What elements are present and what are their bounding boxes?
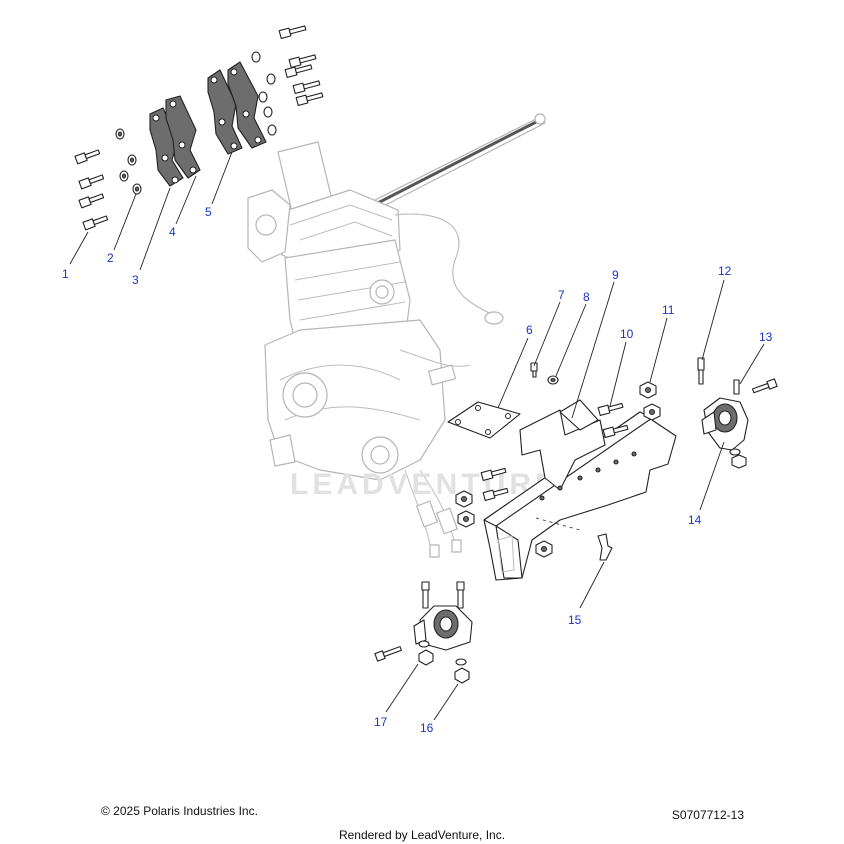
washer-nut-part-16 — [454, 658, 470, 684]
callout-1: 1 — [62, 267, 69, 281]
callout-5: 5 — [205, 205, 212, 219]
copyright-text: © 2025 Polaris Industries Inc. — [101, 804, 258, 818]
leader-lines — [69, 151, 765, 721]
washers-part-2 — [115, 128, 142, 195]
nut-part-11 — [639, 381, 661, 421]
callout-3: 3 — [132, 273, 139, 287]
callout-6: 6 — [526, 323, 533, 337]
diagram-part-number: S0707712-13 — [671, 808, 744, 822]
callout-16: 16 — [420, 721, 434, 735]
mount-plate-part-4 — [165, 95, 201, 179]
callout-17: 17 — [374, 715, 388, 729]
crossmember-bracket-part-9 — [483, 399, 677, 581]
bolt-part-10 — [597, 402, 629, 438]
fastener-part-7 — [530, 362, 538, 378]
mount-plate-part-5 — [207, 61, 267, 155]
engine-mount-part-14 — [697, 357, 749, 469]
callout-7: 7 — [558, 288, 565, 302]
bolts-part-1 — [74, 149, 109, 231]
upper-hardware — [251, 25, 324, 136]
fastener-part-8 — [547, 375, 559, 385]
callout-12: 12 — [718, 264, 732, 278]
callout-10: 10 — [620, 327, 634, 341]
stud-part-15 — [597, 533, 613, 561]
engine-assembly — [247, 113, 546, 558]
callout-4: 4 — [169, 225, 176, 239]
callout-15: 15 — [568, 613, 582, 627]
bracket-side-bolts — [455, 467, 553, 558]
rendered-by-text: Rendered by LeadVenture, Inc. — [338, 828, 506, 842]
cover-plate-part-6 — [447, 401, 521, 439]
callout-11: 11 — [662, 303, 675, 317]
callout-labels: 1 2 3 4 5 6 7 8 9 10 11 12 13 14 15 16 1… — [62, 205, 773, 735]
bolt-part-13 — [751, 378, 778, 394]
callout-14: 14 — [688, 513, 702, 527]
callout-8: 8 — [583, 290, 590, 304]
callout-2: 2 — [107, 251, 114, 265]
bolt-part-17 — [374, 646, 402, 662]
callout-13: 13 — [759, 330, 773, 344]
engine-mount-lower — [413, 581, 473, 666]
watermark-text: LEADVENTURE — [290, 468, 559, 501]
callout-9: 9 — [612, 268, 619, 282]
